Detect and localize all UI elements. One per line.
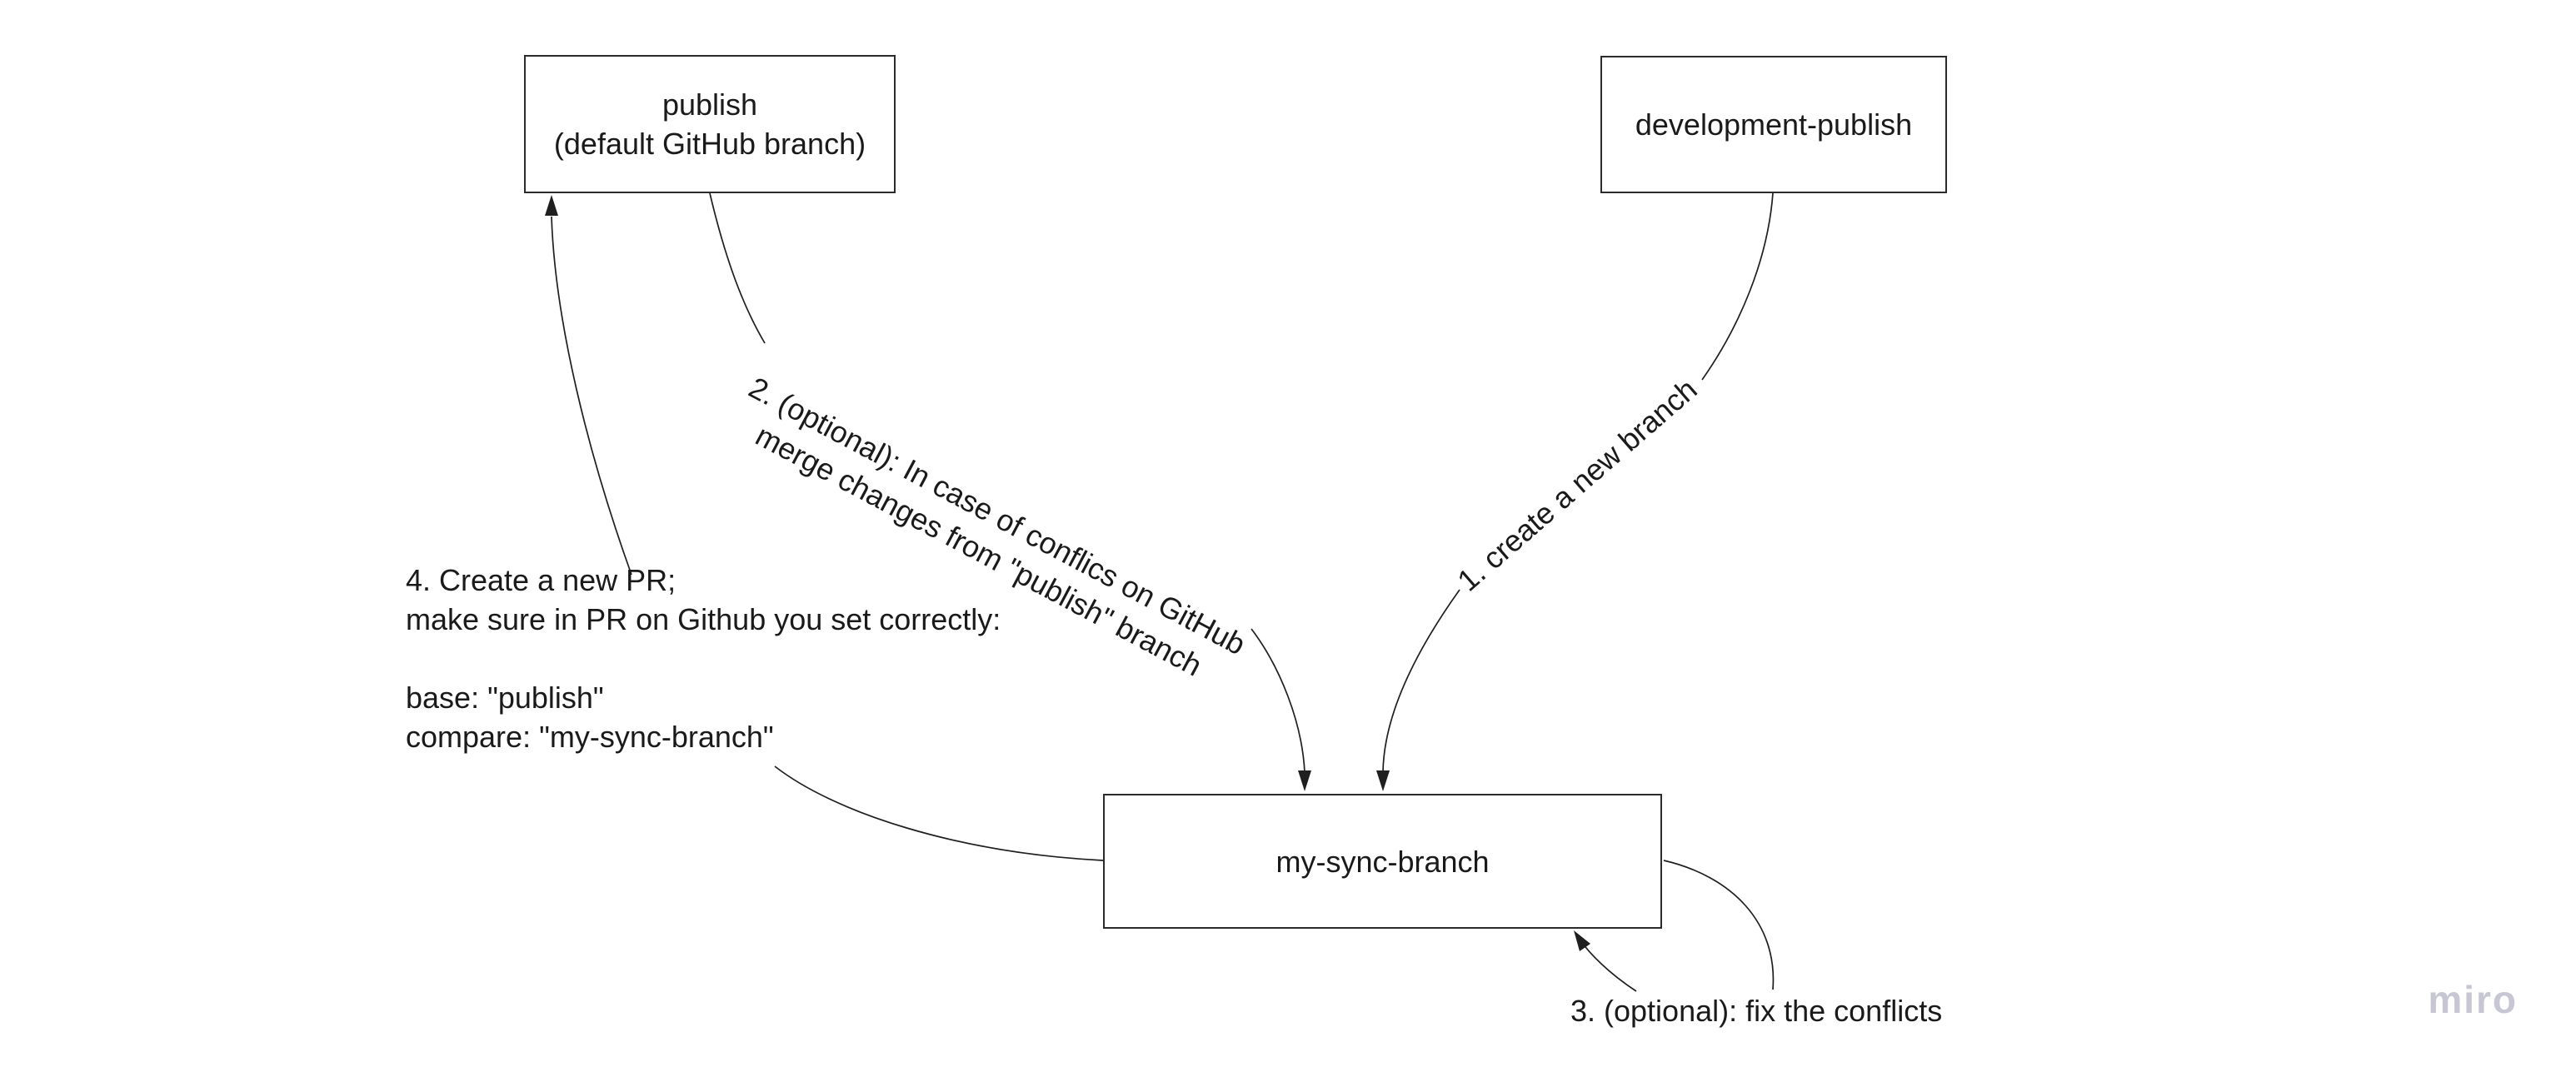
node-my-sync-branch[interactable]: my-sync-branch [1103,794,1662,929]
node-publish-branch[interactable]: publish (default GitHub branch) [524,55,896,193]
arrowhead-into-my-sync-branch-left [1298,770,1311,791]
edge-create-pr-lower-segment[interactable] [774,765,1104,861]
arrowhead-into-my-sync-branch-bottom [1574,930,1590,951]
node-development-publish-branch[interactable]: development-publish [1600,56,1947,193]
edge-merge-changes-lower-segment[interactable] [1251,628,1305,773]
edge-merge-changes-upper-segment[interactable] [709,192,766,344]
edge-create-new-branch-upper-segment[interactable] [1701,192,1774,381]
edge-label-step4-create-pr-instructions[interactable]: 4. Create a new PR; make sure in PR on G… [406,563,1001,754]
arrowhead-into-publish [545,195,558,216]
edge-fix-conflicts-loop-right-segment[interactable] [1663,860,1775,990]
edge-create-pr-upper-segment[interactable] [551,216,632,576]
edge-label-step3-fix-conflicts[interactable]: 3. (optional): fix the conflicts [1570,994,1943,1028]
miro-watermark: miro [2428,978,2518,1021]
edge-create-new-branch-lower-segment[interactable] [1382,589,1460,773]
arrowhead-into-my-sync-branch-right [1376,770,1390,791]
